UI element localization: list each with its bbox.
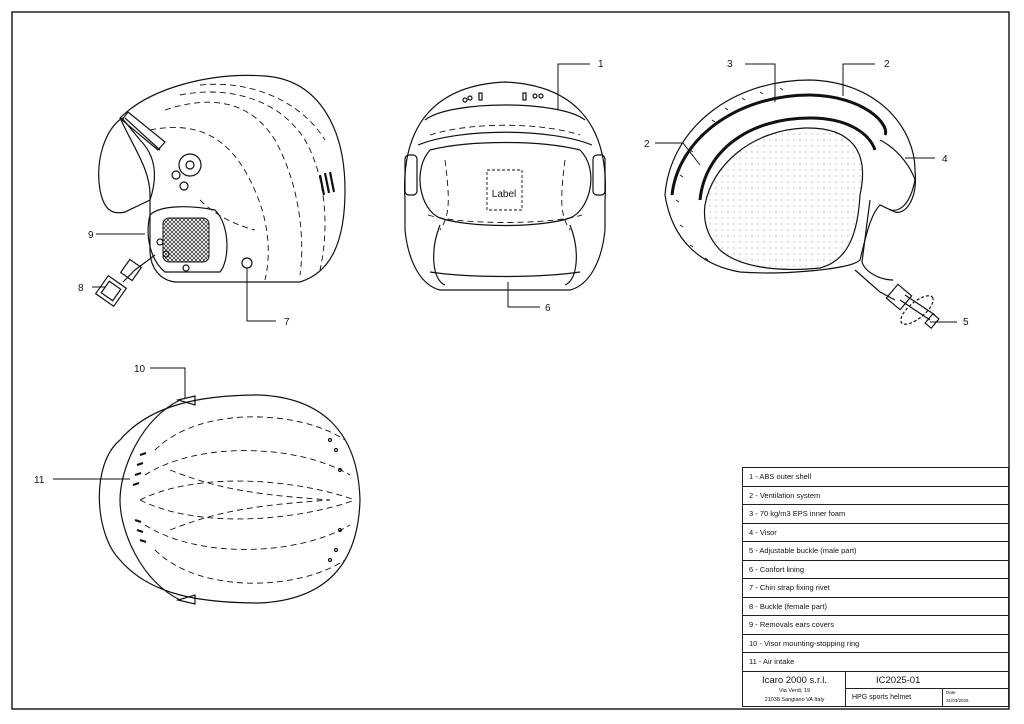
- label-area: [486, 169, 523, 211]
- legend-row-7: 7 - Chin strap fixing rivet: [743, 579, 1009, 598]
- legend-row-10: 10 - Visor mounting-stopping ring: [743, 635, 1009, 653]
- legend-row-1: 1 - ABS outer shell: [743, 468, 1009, 487]
- callout-10: 10: [134, 364, 146, 375]
- legend-row-5: 5 - Adjustable buckle (male part): [743, 542, 1009, 561]
- helmet-front-view: [403, 81, 607, 291]
- parts-legend-table: 1 - ABS outer shell 2 - Ventilation syst…: [742, 467, 1009, 707]
- company-address-line1: Via Verdi, 19: [778, 687, 811, 694]
- callout-11: 11: [34, 475, 45, 486]
- callout-3: 3: [727, 59, 733, 70]
- drawing-description: HPG sports helmet: [852, 693, 912, 701]
- date-label: Date: [946, 689, 956, 695]
- date-value: 31/03/2025: [946, 697, 969, 703]
- leader-lines: [53, 63, 957, 480]
- label-text: Label: [492, 189, 516, 200]
- date-cell: Date 31/03/2025: [943, 689, 1008, 707]
- callout-4: 4: [942, 154, 948, 165]
- drawing-number-cell: IC2025-01: [846, 672, 1008, 689]
- legend-row-4: 4 - Visor: [743, 524, 1009, 542]
- callout-numbers: 1 2 3 2 4 5 6 7 8 9 10 11: [34, 59, 969, 486]
- company-name: Icaro 2000 s.r.l.: [762, 674, 827, 686]
- legend-row-3: 3 - 70 kg/m3 EPS inner foam: [743, 505, 1009, 524]
- callout-6: 6: [545, 303, 551, 314]
- title-block-company-cell: Icaro 2000 s.r.l. Via Verdi, 19 21038 Sa…: [743, 671, 846, 707]
- callout-8: 8: [78, 283, 84, 294]
- title-block: Icaro 2000 s.r.l. Via Verdi, 19 21038 Sa…: [743, 671, 1008, 707]
- legend-row-2: 2 - Ventilation system: [743, 487, 1009, 505]
- callout-9: 9: [88, 230, 94, 241]
- legend-row-6: 6 - Confort lining: [743, 561, 1009, 579]
- drawing-number: IC2025-01: [876, 674, 921, 686]
- helmet-side-view: [94, 74, 346, 308]
- legend-row-8: 8 - Buckle (female part): [743, 598, 1009, 616]
- callout-2-right: 2: [884, 59, 890, 70]
- description-cell: HPG sports helmet: [846, 688, 943, 707]
- legend-row-9: 9 - Removals ears covers: [743, 616, 1009, 635]
- callout-5: 5: [963, 317, 969, 328]
- callout-2-left: 2: [644, 139, 650, 150]
- sheet-border: [11, 11, 1010, 710]
- helmet-top-view: [98, 394, 361, 605]
- company-address-line2: 21038 Sangiano VA Italy: [764, 696, 825, 703]
- legend-row-11: 11 - Air intake: [743, 653, 1009, 672]
- helmet-section-view: [664, 79, 940, 330]
- callout-1: 1: [598, 59, 604, 70]
- callout-7: 7: [284, 317, 290, 328]
